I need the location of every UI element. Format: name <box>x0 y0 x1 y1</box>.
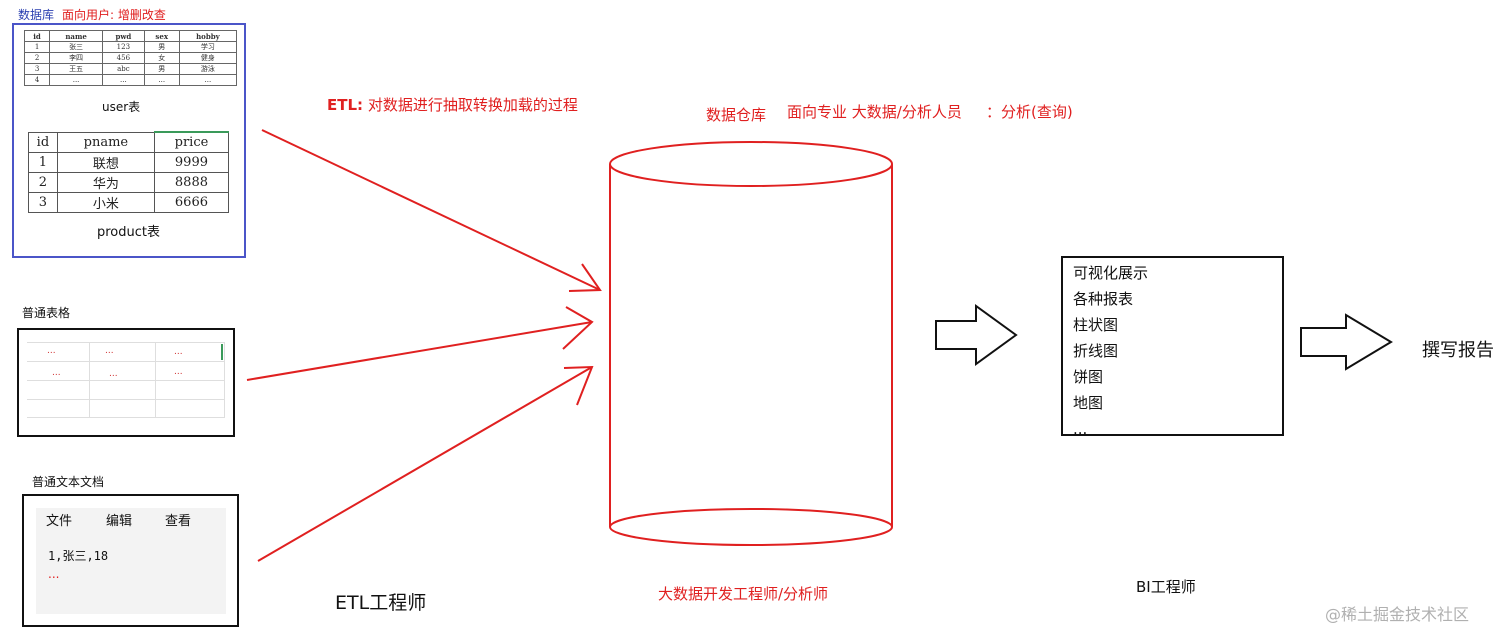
cylinder-top <box>609 141 893 187</box>
block-arrow-to-report <box>1300 313 1393 371</box>
spreadsheet-cell: ... <box>47 346 56 356</box>
warehouse-engineer: 大数据开发工程师/分析师 <box>658 585 829 603</box>
grid-line <box>27 380 225 381</box>
table-row: 4 ... ... ... ... <box>23 74 238 86</box>
menu-item-edit[interactable]: 编辑 <box>106 514 133 529</box>
watermark: @稀土掘金技术社区 <box>1325 605 1470 624</box>
text-doc-box: 文件 编辑 查看 1,张三,18 ... <box>22 494 239 627</box>
database-subtitle: 面向用户: 增删改查 <box>62 8 166 22</box>
report-label: 撰写报告 <box>1422 340 1494 361</box>
bi-box: 可视化展示 各种报表 柱状图 折线图 饼图 地图 ... <box>1061 256 1284 438</box>
product-table-header: id pname price <box>28 131 230 153</box>
etl-arrow-head-1 <box>568 263 602 292</box>
text-doc-window: 文件 编辑 查看 1,张三,18 ... <box>36 508 226 614</box>
user-table-caption: user表 <box>102 100 141 114</box>
etl-arrow-line-3 <box>257 366 593 562</box>
list-item: 饼图 <box>1073 368 1104 386</box>
spreadsheet-box: ... ... ... ... ... ... <box>17 328 235 437</box>
bi-list: 可视化展示 各种报表 柱状图 折线图 饼图 地图 ... <box>1073 260 1148 442</box>
warehouse-title: 数据仓库 <box>706 106 767 124</box>
table-header-cell: pname <box>56 131 155 153</box>
grid-line <box>27 342 225 343</box>
warehouse-cylinder <box>609 141 893 546</box>
table-cell: ... <box>178 74 238 86</box>
table-cell: 联想 <box>56 152 155 173</box>
etl-arrow-head-2 <box>562 306 594 350</box>
etl-engineer: ETL工程师 <box>335 592 427 614</box>
product-table-caption: product表 <box>97 225 161 240</box>
etl-arrow-line-2 <box>246 321 593 381</box>
etl-label-text: 对数据进行抽取转换加载的过程 <box>367 96 578 114</box>
menu-item-file[interactable]: 文件 <box>46 514 73 529</box>
etl-label: ETL: 对数据进行抽取转换加载的过程 <box>327 94 578 115</box>
etl-arrow-head-3 <box>563 365 594 406</box>
spreadsheet-cell: ... <box>174 367 183 377</box>
grid-line <box>27 361 225 362</box>
table-cell: ... <box>102 74 145 86</box>
table-cell: 8888 <box>153 172 230 193</box>
grid-line <box>27 399 225 400</box>
text-doc-line-2: ... <box>48 567 60 581</box>
cell-cursor <box>221 344 223 360</box>
product-table: id pname price 1 联想 9999 2 华为 8888 3 小米 … <box>28 131 230 213</box>
user-table-header: id name pwd sex hobby <box>23 30 238 42</box>
grid-line <box>224 342 225 418</box>
database-panel: id name pwd sex hobby 1 张三 123 男 学习 2 李四… <box>12 23 246 258</box>
table-row: 3 小米 6666 <box>28 192 230 213</box>
list-item: 可视化展示 <box>1073 264 1149 282</box>
grid-line <box>89 342 90 418</box>
text-doc-line-1: 1,张三,18 <box>48 549 109 563</box>
warehouse-audience: 面向专业 大数据/分析人员 <box>787 103 962 121</box>
table-cell: 4 <box>23 74 51 86</box>
table-cell: 6666 <box>153 192 230 213</box>
database-title: 数据库 <box>18 8 55 22</box>
list-item: ... <box>1073 420 1088 438</box>
etl-label-bold: ETL: <box>327 96 364 114</box>
grid-line <box>155 342 156 418</box>
cylinder-bottom <box>609 508 893 546</box>
block-arrow-to-bi <box>935 304 1018 366</box>
bi-engineer: BI工程师 <box>1136 578 1196 596</box>
menu-item-view[interactable]: 查看 <box>165 514 192 529</box>
table-cell: ... <box>49 74 104 86</box>
table-header-cell: price <box>153 131 230 153</box>
table-cell: 华为 <box>56 172 155 193</box>
spreadsheet-title: 普通表格 <box>22 306 71 320</box>
list-item: 折线图 <box>1073 342 1119 360</box>
table-row: 1 联想 9999 <box>28 152 230 173</box>
list-item: 柱状图 <box>1073 316 1119 334</box>
spreadsheet-grid: ... ... ... ... ... ... <box>27 342 225 418</box>
spreadsheet-cell: ... <box>109 369 118 379</box>
grid-line <box>27 417 225 418</box>
table-row: 2 华为 8888 <box>28 172 230 193</box>
text-doc-title: 普通文本文档 <box>32 475 105 489</box>
spreadsheet-cell: ... <box>174 347 183 357</box>
spreadsheet-cell: ... <box>105 346 114 356</box>
list-item: 地图 <box>1073 394 1104 412</box>
warehouse-purpose: ：分析(查询) <box>986 103 1073 121</box>
table-row: 3 王五 abc 男 游泳 <box>23 63 238 75</box>
table-cell: 小米 <box>56 192 155 213</box>
user-table: id name pwd sex hobby 1 张三 123 男 学习 2 李四… <box>23 30 238 86</box>
spreadsheet-cell: ... <box>52 368 61 378</box>
etl-arrow-line-1 <box>261 129 601 291</box>
list-item: 各种报表 <box>1073 290 1134 308</box>
